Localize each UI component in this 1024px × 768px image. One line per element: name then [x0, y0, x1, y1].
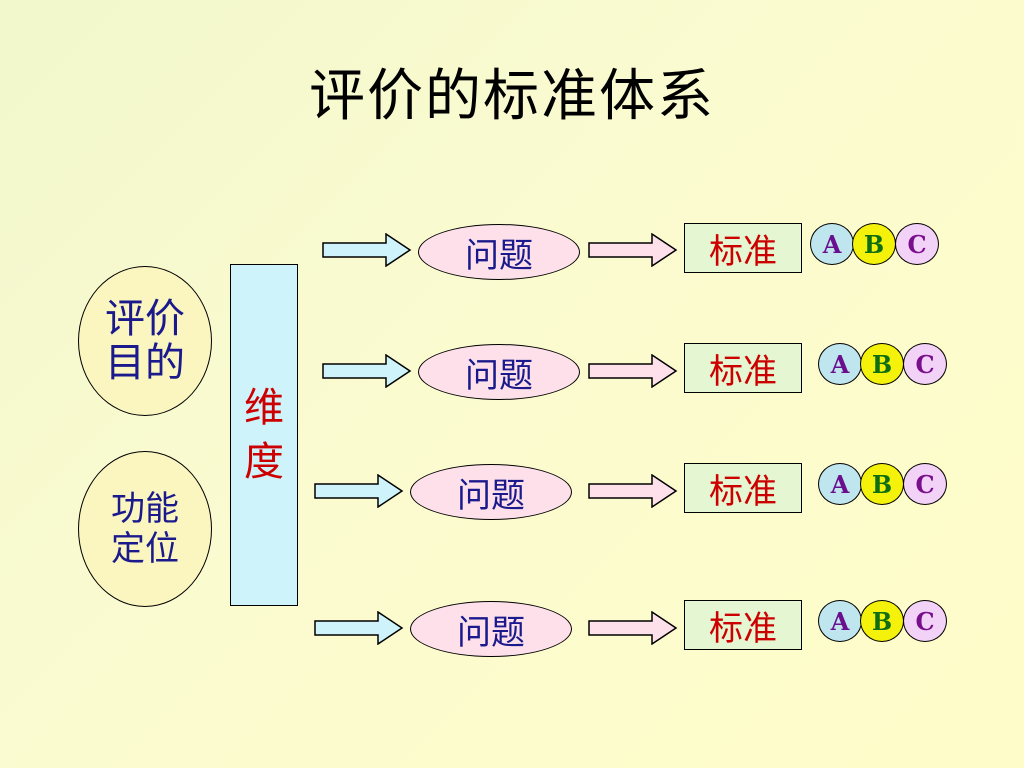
question-node-1: 问题	[418, 224, 580, 280]
dimension-line1: 维	[244, 385, 284, 431]
arrow-to-question-2	[322, 354, 412, 388]
dimension-line2: 度	[244, 439, 284, 485]
grade-b-label-3: B	[871, 469, 893, 499]
grade-b-circle-3: B	[860, 463, 904, 505]
arrow-to-question-4	[314, 611, 404, 645]
grade-b-label-4: B	[871, 606, 893, 636]
grade-a-label-4: A	[830, 606, 850, 636]
evaluation-purpose-line2: 目的	[105, 340, 185, 386]
function-positioning-line2: 定位	[111, 529, 179, 569]
question-node-2: 问题	[418, 344, 580, 400]
question-label-3: 问题	[457, 475, 525, 516]
arrow-to-standard-1	[588, 233, 678, 267]
grade-c-circle-1: C	[895, 223, 939, 265]
grade-a-circle-2: A	[818, 343, 862, 385]
grade-b-circle-4: B	[860, 600, 904, 642]
grade-c-label-2: C	[915, 349, 935, 379]
grade-c-circle-3: C	[903, 463, 947, 505]
function-positioning-node: 功能 定位	[78, 451, 212, 607]
evaluation-purpose-line1: 评价	[105, 296, 185, 342]
evaluation-purpose-node: 评价 目的	[78, 266, 212, 416]
grade-a-label-3: A	[830, 469, 850, 499]
standard-label-3: 标准	[709, 471, 777, 512]
grade-a-label-1: A	[822, 229, 842, 259]
arrow-to-standard-4	[588, 611, 678, 645]
grade-b-circle-1: B	[852, 223, 896, 265]
standard-box-3: 标准	[684, 463, 802, 513]
arrow-to-standard-3	[588, 474, 678, 508]
dimension-box: 维 度	[230, 264, 298, 606]
standard-box-4: 标准	[684, 600, 802, 650]
grade-b-circle-2: B	[860, 343, 904, 385]
slide-title: 评价的标准体系	[309, 64, 715, 129]
standard-label-1: 标准	[709, 231, 777, 272]
question-node-4: 问题	[410, 601, 572, 657]
standard-label-2: 标准	[709, 351, 777, 392]
question-label-4: 问题	[457, 612, 525, 653]
grade-b-label-2: B	[871, 349, 893, 379]
question-label-2: 问题	[465, 355, 533, 396]
grade-a-circle-1: A	[810, 223, 854, 265]
standard-box-1: 标准	[684, 223, 802, 273]
arrow-to-question-1	[322, 233, 412, 267]
grade-b-label-1: B	[863, 229, 885, 259]
grade-c-label-3: C	[915, 469, 935, 499]
grade-a-circle-3: A	[818, 463, 862, 505]
standard-label-4: 标准	[709, 608, 777, 649]
question-node-3: 问题	[410, 464, 572, 520]
arrow-to-standard-2	[588, 354, 678, 388]
question-label-1: 问题	[465, 235, 533, 276]
grade-c-label-1: C	[907, 229, 927, 259]
grade-c-label-4: C	[915, 606, 935, 636]
grade-a-label-2: A	[830, 349, 850, 379]
grade-c-circle-2: C	[903, 343, 947, 385]
grade-a-circle-4: A	[818, 600, 862, 642]
grade-c-circle-4: C	[903, 600, 947, 642]
function-positioning-line1: 功能	[111, 489, 179, 529]
standard-box-2: 标准	[684, 343, 802, 393]
arrow-to-question-3	[314, 474, 404, 508]
